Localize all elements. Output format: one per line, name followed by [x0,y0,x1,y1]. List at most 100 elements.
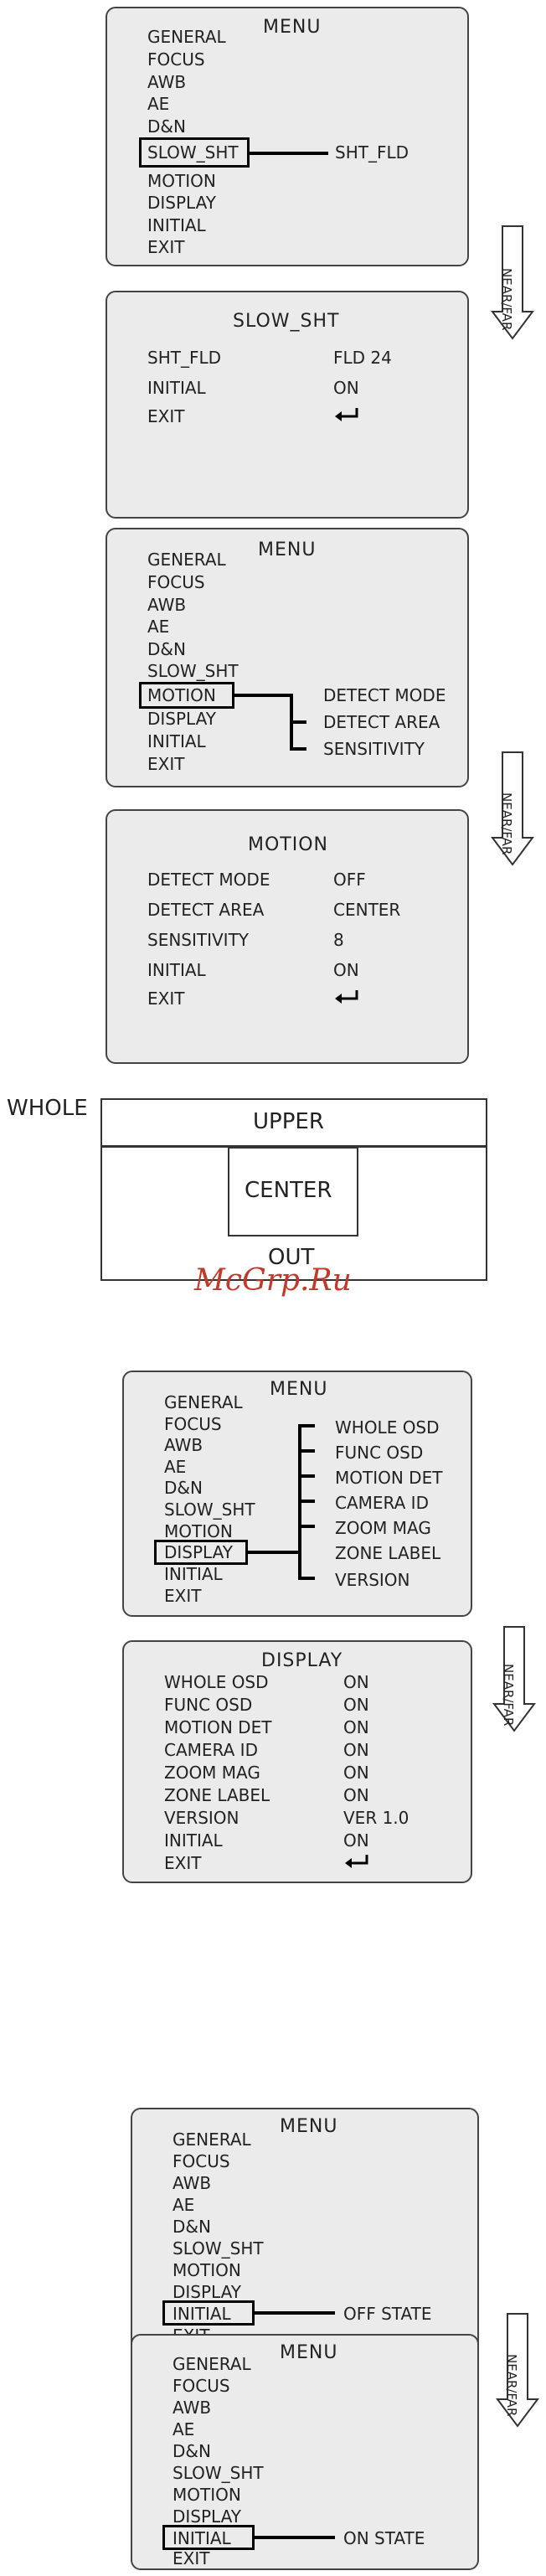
menu-item-general[interactable]: GENERAL [173,2354,251,2374]
submenu-item-whole-osd[interactable]: WHOLE OSD [335,1417,440,1438]
upper-label: UPPER [253,1109,324,1134]
menu-item-dn[interactable]: D&N [173,2217,211,2237]
branch-tick [298,1449,315,1453]
menu-title: MENU [270,1379,328,1400]
row-label-exit[interactable]: EXIT [147,989,185,1009]
submenu-item-motion-det[interactable]: MOTION DET [335,1468,443,1488]
menu-item-display[interactable]: DISPLAY [173,2282,242,2302]
selection-box [162,2300,255,2326]
menu-item-motion[interactable]: MOTION [173,2485,241,2505]
submenu-item-detect-mode[interactable]: DETECT MODE [323,685,446,705]
row-label-motion-det[interactable]: MOTION DET [164,1717,272,1737]
row-label-zone-label[interactable]: ZONE LABEL [164,1785,270,1805]
down-arrow-icon [496,2313,539,2428]
submenu-item-off-state[interactable]: OFF STATE [343,2304,432,2324]
menu-item-focus[interactable]: FOCUS [147,572,205,592]
menu-item-awb[interactable]: AWB [164,1435,203,1455]
menu-item-dn[interactable]: D&N [147,116,186,137]
menu-item-awb[interactable]: AWB [173,2398,212,2418]
menu-item-initial[interactable]: INITIAL [164,1564,223,1584]
menu-item-display[interactable]: DISPLAY [173,2506,242,2527]
menu-item-ae[interactable]: AE [173,2195,195,2215]
enter-icon [335,408,358,421]
submenu-item-func-osd[interactable]: FUNC OSD [335,1443,424,1463]
submenu-item-zoom-mag[interactable]: ZOOM MAG [335,1518,431,1538]
menu-item-ae[interactable]: AE [147,617,170,637]
menu-item-display[interactable]: DISPLAY [164,1542,234,1562]
menu-item-initial[interactable]: INITIAL [147,731,206,751]
selection-box [162,2525,255,2550]
menu-item-general[interactable]: GENERAL [173,2129,251,2150]
down-arrow-icon [491,225,534,340]
row-label-initial[interactable]: INITIAL [147,378,206,398]
menu-item-exit[interactable]: EXIT [173,2548,210,2568]
row-label-initial[interactable]: INITIAL [164,1830,223,1851]
submenu-item-version[interactable]: VERSION [335,1570,410,1590]
menu-item-focus[interactable]: FOCUS [147,49,205,70]
row-label-initial[interactable]: INITIAL [147,960,206,980]
branch-tick [290,747,306,751]
slow-sht-panel: SLOW_SHT SHT_FLD FLD 24 INITIAL ON EXIT [106,291,469,519]
row-label-camera-id[interactable]: CAMERA ID [164,1740,258,1760]
menu-item-awb[interactable]: AWB [147,72,187,92]
menu-item-slow-sht[interactable]: SLOW_SHT [173,2238,264,2259]
submenu-item-detect-area[interactable]: DETECT AREA [323,712,440,732]
row-label-version[interactable]: VERSION [164,1808,240,1828]
branch-tick [298,1474,315,1478]
submenu-item-zone-label[interactable]: ZONE LABEL [335,1543,441,1563]
menu-item-focus[interactable]: FOCUS [164,1414,222,1434]
menu-item-ae[interactable]: AE [147,94,170,114]
row-label-func-osd[interactable]: FUNC OSD [164,1695,253,1715]
submenu-item-on-state[interactable]: ON STATE [343,2528,425,2548]
menu-item-general[interactable]: GENERAL [164,1392,243,1412]
menu-item-awb[interactable]: AWB [173,2173,212,2193]
row-value-zoom-mag: ON [343,1763,369,1783]
menu-item-motion[interactable]: MOTION [173,2260,241,2280]
row-label-detect-area[interactable]: DETECT AREA [147,900,265,920]
submenu-item-sht-fld[interactable]: SHT_FLD [335,142,409,163]
menu-item-focus[interactable]: FOCUS [173,2376,230,2396]
menu-item-ae[interactable]: AE [173,2419,195,2439]
menu-title: MENU [258,539,317,560]
menu-item-dn[interactable]: D&N [147,639,186,659]
menu-item-general[interactable]: GENERAL [147,27,226,47]
row-label-exit[interactable]: EXIT [164,1853,202,1873]
menu-item-motion[interactable]: MOTION [164,1521,233,1541]
menu-item-slow-sht[interactable]: SLOW_SHT [164,1500,255,1520]
menu-title: MENU [263,17,322,38]
menu-item-dn[interactable]: D&N [164,1478,203,1498]
row-label-sht-fld[interactable]: SHT_FLD [147,348,221,368]
row-value-func-osd: ON [343,1695,369,1715]
menu-item-exit[interactable]: EXIT [164,1586,202,1606]
menu-item-display[interactable]: DISPLAY [147,193,217,213]
menu-item-motion[interactable]: MOTION [147,685,216,705]
row-label-whole-osd[interactable]: WHOLE OSD [164,1672,269,1692]
menu-item-awb[interactable]: AWB [147,595,187,615]
menu-item-slow-sht[interactable]: SLOW_SHT [147,661,239,681]
submenu-item-sensitivity[interactable]: SENSITIVITY [323,739,425,759]
row-value-sensitivity: 8 [333,930,344,950]
menu-item-exit[interactable]: EXIT [147,754,185,774]
row-value-detect-area: CENTER [333,900,401,920]
submenu-item-camera-id[interactable]: CAMERA ID [335,1493,429,1513]
menu-item-dn[interactable]: D&N [173,2441,211,2461]
out-label: OUT [268,1245,315,1270]
row-label-detect-mode[interactable]: DETECT MODE [147,870,270,890]
menu-item-exit[interactable]: EXIT [147,237,185,257]
menu-item-motion[interactable]: MOTION [147,171,216,191]
menu-item-focus[interactable]: FOCUS [173,2151,230,2171]
down-arrow-icon [492,1626,536,1732]
menu-item-initial[interactable]: INITIAL [147,215,206,235]
menu-item-display[interactable]: DISPLAY [147,709,217,729]
connector-line [255,2311,335,2315]
menu-item-slow-sht[interactable]: SLOW_SHT [147,142,239,163]
row-label-sensitivity[interactable]: SENSITIVITY [147,930,250,950]
menu-item-initial[interactable]: INITIAL [173,2304,231,2324]
menu-item-general[interactable]: GENERAL [147,550,226,570]
menu-item-ae[interactable]: AE [164,1457,187,1477]
row-label-exit[interactable]: EXIT [147,406,185,426]
row-value-sht-fld: FLD 24 [333,348,392,368]
row-label-zoom-mag[interactable]: ZOOM MAG [164,1763,260,1783]
menu-item-slow-sht[interactable]: SLOW_SHT [173,2463,264,2483]
menu-item-initial[interactable]: INITIAL [173,2528,231,2548]
